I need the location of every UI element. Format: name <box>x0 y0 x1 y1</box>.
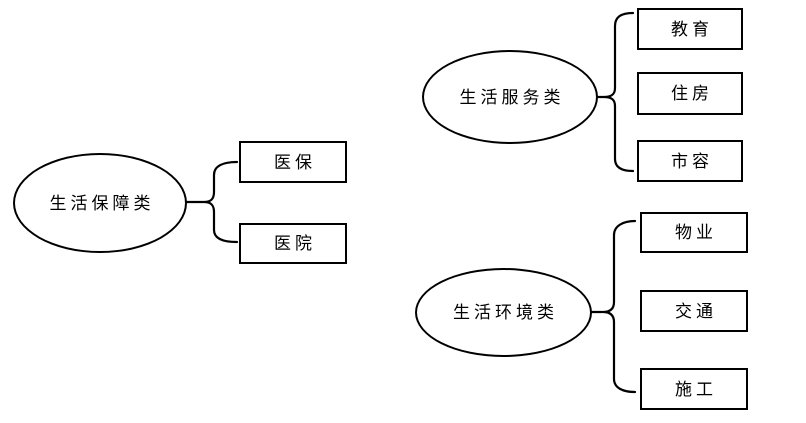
item-label-hospital: 医院 <box>274 234 316 253</box>
ellipse-life-environment: 生活环境类 <box>415 268 592 357</box>
category-label-life-service: 生活服务类 <box>459 87 565 107</box>
item-label-construction: 施工 <box>675 379 717 399</box>
brace-life-service <box>594 11 635 173</box>
box-education: 教育 <box>637 8 743 50</box>
box-city-appearance: 市容 <box>637 140 743 182</box>
item-label-property: 物业 <box>675 223 717 242</box>
item-label-transport: 交通 <box>675 301 717 321</box>
item-label-education: 教育 <box>671 19 713 39</box>
ellipse-life-service: 生活服务类 <box>422 50 598 144</box>
ellipse-life-security: 生活保障类 <box>13 153 187 253</box>
box-transport: 交通 <box>640 290 748 332</box>
item-label-housing: 住房 <box>671 84 713 103</box>
brace-life-environment <box>588 219 637 394</box>
item-label-medical-insurance: 医保 <box>274 152 316 172</box>
item-label-city-appearance: 市容 <box>671 151 713 171</box>
box-construction: 施工 <box>640 368 748 410</box>
box-medical-insurance: 医保 <box>239 141 347 183</box>
brace-life-security <box>184 160 239 244</box>
box-hospital: 医院 <box>239 223 347 264</box>
box-property: 物业 <box>640 212 748 253</box>
category-label-life-security: 生活保障类 <box>49 193 155 213</box>
box-housing: 住房 <box>637 72 743 115</box>
category-label-life-environment: 生活环境类 <box>453 303 558 322</box>
